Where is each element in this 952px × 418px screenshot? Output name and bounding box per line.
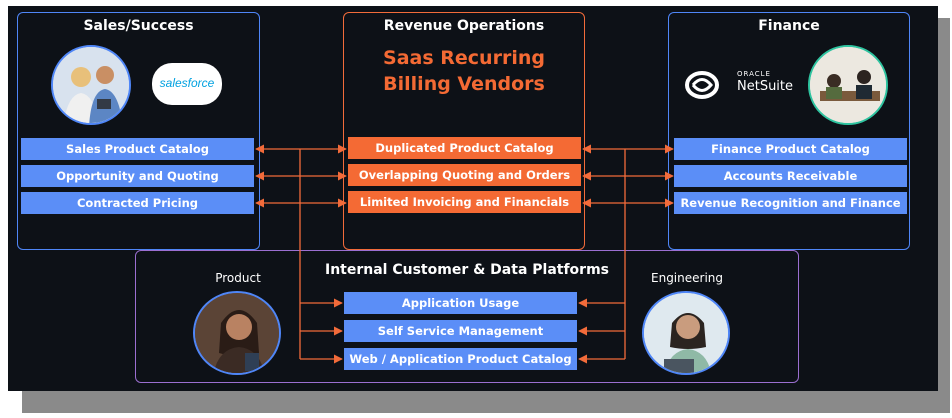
application-usage-box: Application Usage bbox=[344, 292, 577, 314]
overlapping-quoting-orders-box: Overlapping Quoting and Orders bbox=[348, 164, 581, 186]
self-service-management-box: Self Service Management bbox=[344, 320, 577, 342]
sales-panel-title: Sales/Success bbox=[83, 18, 194, 34]
team-photo-icon bbox=[808, 45, 888, 125]
engineering-label: Engineering bbox=[651, 271, 723, 285]
salesforce-logo-text: salesforce bbox=[159, 76, 215, 90]
web-application-product-catalog-box: Web / Application Product Catalog bbox=[344, 348, 577, 370]
sales-product-catalog-box: Sales Product Catalog bbox=[21, 138, 254, 160]
accounts-receivable-box: Accounts Receivable bbox=[674, 165, 907, 187]
limited-invoicing-financials-box: Limited Invoicing and Financials bbox=[348, 191, 581, 213]
revenue-headline-line2: Billing Vendors bbox=[383, 73, 545, 95]
opportunity-quoting-box: Opportunity and Quoting bbox=[21, 165, 254, 187]
engineer-person-icon bbox=[642, 291, 730, 375]
contracted-pricing-box: Contracted Pricing bbox=[21, 192, 254, 214]
product-person-icon bbox=[193, 291, 281, 375]
finance-product-catalog-box: Finance Product Catalog bbox=[674, 138, 907, 160]
oracle-logo-text: ORACLE bbox=[737, 70, 771, 78]
revenue-recognition-finance-box: Revenue Recognition and Finance bbox=[674, 192, 907, 214]
finance-panel: Finance ORACLE NetSuite bbox=[668, 12, 910, 250]
revenue-panel-title: Revenue Operations bbox=[383, 18, 545, 34]
sales-success-panel: Sales/Success salesforce bbox=[17, 12, 260, 250]
revenue-operations-panel: Revenue Operations Saas Recurring Billin… bbox=[343, 12, 585, 250]
netsuite-swirl-icon bbox=[685, 71, 719, 99]
internal-platforms-panel: Internal Customer & Data Platforms Produ… bbox=[135, 250, 799, 383]
oracle-netsuite-logo-icon: ORACLE NetSuite bbox=[685, 68, 795, 102]
product-label: Product bbox=[215, 271, 261, 285]
duplicated-product-catalog-box: Duplicated Product Catalog bbox=[348, 137, 581, 159]
salesforce-logo-icon: salesforce bbox=[152, 63, 222, 105]
platforms-panel-title: Internal Customer & Data Platforms bbox=[325, 262, 609, 278]
netsuite-logo-text: NetSuite bbox=[737, 79, 794, 94]
people-photo-icon bbox=[51, 45, 131, 125]
revenue-headline-line1: Saas Recurring bbox=[383, 47, 545, 69]
finance-panel-title: Finance bbox=[758, 18, 820, 34]
